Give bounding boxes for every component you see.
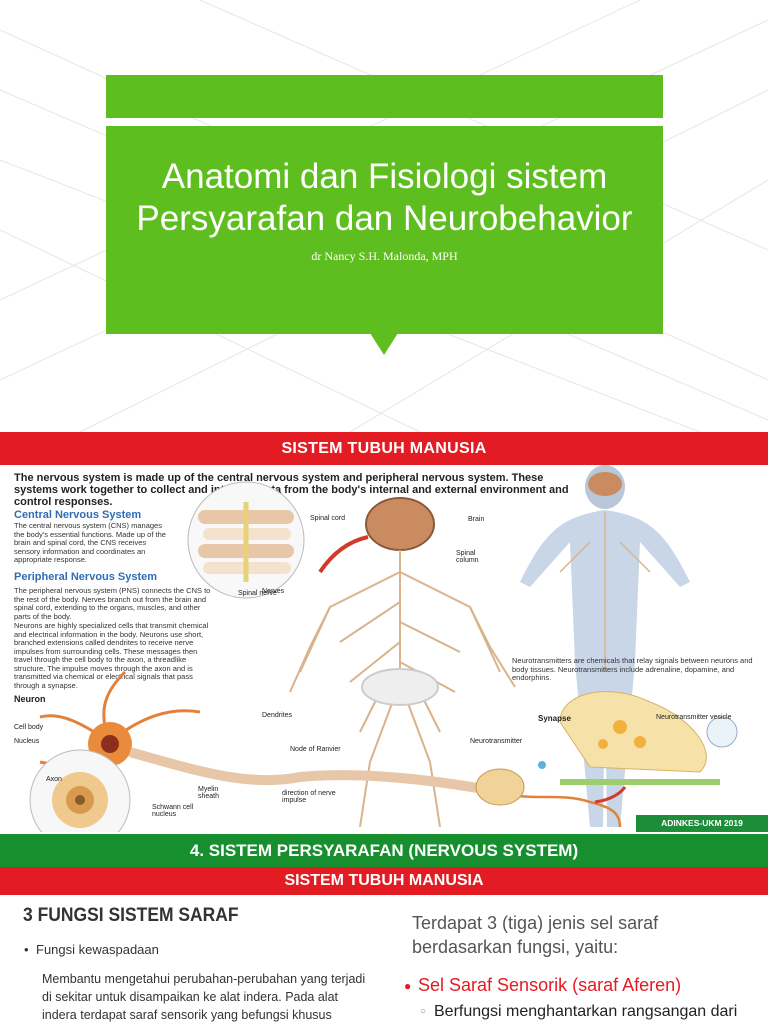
- label-axon: Axon: [46, 776, 62, 783]
- slide2-header: SISTEM TUBUH MANUSIA: [0, 432, 768, 465]
- neurotransmitters-text: Neurotransmitters are chemicals that rel…: [512, 656, 753, 682]
- nervous-system-slide: SISTEM TUBUH MANUSIA The nervous system …: [0, 432, 768, 867]
- label-cell-body: Cell body: [14, 724, 44, 731]
- slide3-header: SISTEM TUBUH MANUSIA: [0, 867, 768, 895]
- label-direction-of-impulse: direction of nerve impulse: [282, 790, 336, 804]
- pns-text: The peripheral nervous system (PNS) conn…: [14, 586, 211, 621]
- title-box-pointer: [370, 333, 398, 355]
- spinal-cord-closeup-illustration: [187, 481, 305, 599]
- label-brain: Brain: [468, 516, 485, 523]
- cns-text: The central nervous system (CNS) manages…: [14, 521, 166, 564]
- label-node-of-ranvier: Node of Ranvier: [290, 746, 341, 753]
- bullet-dot-icon: •: [24, 942, 29, 957]
- neurons-text: Neurons are highly specialized cells tha…: [14, 621, 209, 690]
- label-spinal-nerve: Spinal nerve: [238, 590, 277, 597]
- ring-bullet-icon: ○: [420, 1006, 427, 1018]
- author-name: dr Nancy S.H. Malonda, MPH: [311, 249, 458, 263]
- functions-slide: SISTEM TUBUH MANUSIA 3 FUNGSI SISTEM SAR…: [0, 867, 768, 1024]
- sub-bullet: ○ Berfungsi menghantarkan rangsangan dari: [420, 1003, 737, 1021]
- title-accent-bar: [106, 75, 663, 118]
- bullet-description: Membantu mengetahui perubahan-perubahan …: [42, 972, 366, 1022]
- intro-text: The nervous system is made up of the cen…: [14, 472, 569, 508]
- label-synapse: Synapse: [538, 714, 571, 723]
- bullet-label: Sel Saraf Sensorik (saraf Aferen): [418, 975, 682, 995]
- bullet-dot-icon: ●: [404, 979, 412, 994]
- label-schwann-cell-nucleus: Schwann cell nucleus: [152, 804, 194, 818]
- slide-title: Anatomi dan Fisiologi sistem Persyarafan…: [106, 156, 663, 240]
- label-spinal-column: Spinal column: [456, 550, 479, 564]
- label-myelin-sheath: Myelin sheath: [198, 786, 220, 800]
- label-nerves: Nerves: [262, 588, 285, 595]
- label-dendrites: Dendrites: [262, 712, 292, 719]
- pns-heading: Peripheral Nervous System: [14, 571, 158, 583]
- label-neuron: Neuron: [14, 694, 46, 704]
- blue-body-figure: [520, 465, 690, 827]
- slide-title-line1: Anatomi dan Fisiologi sistem: [161, 157, 608, 196]
- functions-title: 3 FUNGSI SISTEM SARAF: [23, 905, 239, 926]
- sub-bullet-label: Berfungsi menghantarkan rangsangan dari: [434, 1003, 738, 1020]
- arrow-red-1: [318, 535, 369, 574]
- slide2-footer: 4. SISTEM PERSYARAFAN (NERVOUS SYSTEM): [0, 834, 768, 867]
- arrow-red-2: [594, 786, 627, 804]
- label-spinal-cord: Spinal cord: [310, 515, 346, 522]
- human-nerve-figure: [289, 497, 516, 828]
- slide-title-line2: Persyarafan dan Neurobehavior: [136, 199, 633, 238]
- label-neurotransmitter: Neurotransmitter: [470, 738, 523, 745]
- bullet-sel-saraf-sensorik: ● Sel Saraf Sensorik (saraf Aferen): [404, 975, 681, 996]
- label-nucleus: Nucleus: [14, 738, 40, 745]
- title-box: [106, 126, 663, 334]
- synapse-illustration: [538, 691, 738, 785]
- label-neurotransmitter-vesicle: Neurotransmitter vesicle: [656, 714, 732, 721]
- bullet-label: Fungsi kewaspadaan: [36, 942, 159, 957]
- source-badge: ADINKES-UKM 2019: [636, 815, 768, 832]
- title-slide: Anatomi dan Fisiologi sistem Persyarafan…: [0, 0, 768, 432]
- cns-heading: Central Nervous System: [14, 509, 142, 521]
- right-intro-text: Terdapat 3 (tiga) jenis sel saraf berdas…: [412, 913, 659, 957]
- nervous-system-illustration: [29, 465, 738, 832]
- neuron-illustration: [29, 670, 622, 832]
- bullet-fungsi-kewaspadaan: • Fungsi kewaspadaan: [24, 942, 159, 957]
